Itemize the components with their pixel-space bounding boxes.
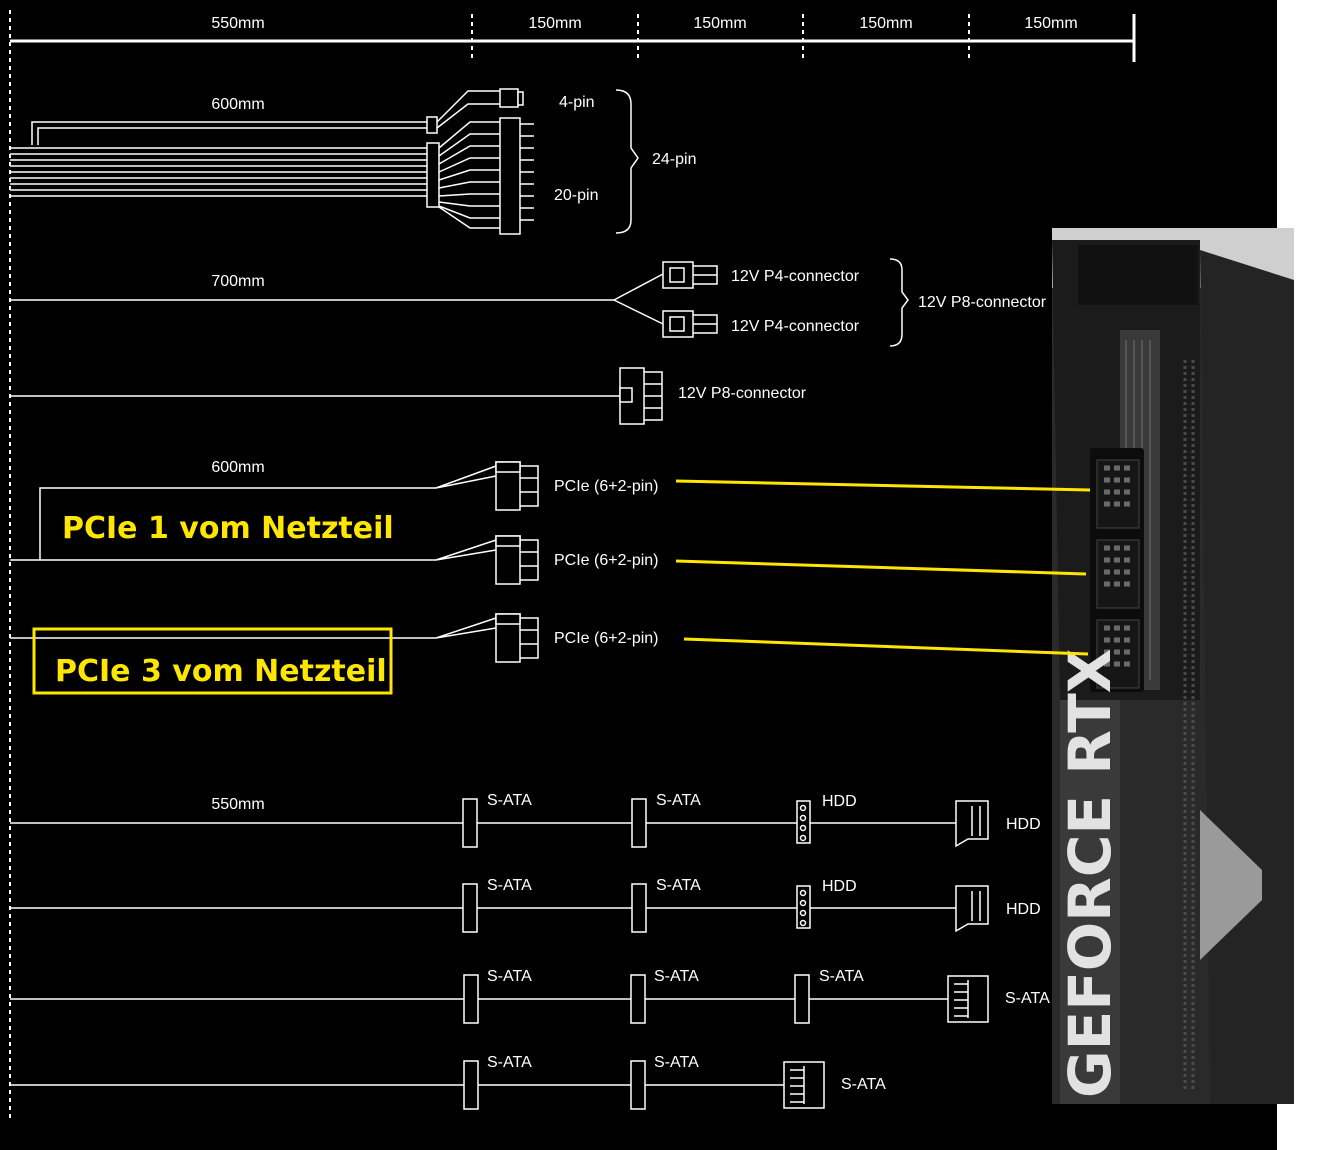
- eps-p8-label: 12V P8-connector: [678, 385, 807, 402]
- eps-8pin-cable: 12V P8-connector: [10, 367, 807, 425]
- atx-24pin-label: 24-pin: [652, 151, 696, 168]
- eps-p4a-label: 12V P4-connector: [731, 268, 860, 285]
- annotation-pcie1: PCIe 1 vom Netzteil: [62, 511, 394, 546]
- pcie-connector-2-label: PCIe (6+2-pin): [554, 552, 659, 569]
- ruler-label-150b: 150mm: [693, 15, 746, 32]
- sata-r4-label-2: S-ATA: [654, 1054, 699, 1071]
- sata-r2-label-1: S-ATA: [487, 877, 532, 894]
- eps-length-label: 700mm: [211, 273, 264, 290]
- gpu-image: GEFORCE RTX: [1052, 228, 1294, 1104]
- connector-4pin-shape: [499, 88, 519, 108]
- atx-length-label: 600mm: [211, 96, 264, 113]
- ruler-label-150d: 150mm: [1024, 15, 1077, 32]
- pcie-cables: 600mm PCIe (6+2-pin) PCIe (6+2-pin) PCIe…: [10, 459, 659, 663]
- eps-split-cable: 700mm 12V P4-connector 12V P4-connector …: [10, 258, 1047, 347]
- pcie-length-label: 600mm: [211, 459, 264, 476]
- ruler-label-150c: 150mm: [859, 15, 912, 32]
- rog-logo-plate: [1200, 810, 1262, 960]
- annotation-pcie3: PCIe 3 vom Netzteil: [55, 654, 387, 689]
- atx-4pin-label: 4-pin: [559, 94, 595, 111]
- annotation-pcie3-box: [32, 627, 393, 695]
- ruler-label-550: 550mm: [211, 15, 264, 32]
- sata-r3-label-1: S-ATA: [487, 968, 532, 985]
- eps-p4b-label: 12V P4-connector: [731, 318, 860, 335]
- sata-r4-label-1: S-ATA: [487, 1054, 532, 1071]
- sata-r2-label-4: HDD: [1006, 901, 1041, 918]
- pcie-connector-1-label: PCIe (6+2-pin): [554, 478, 659, 495]
- sata-r1-label-4: HDD: [1006, 816, 1041, 833]
- pcie-link-line-3: [683, 637, 1089, 656]
- pcie-connector-3-label: PCIe (6+2-pin): [554, 630, 659, 647]
- gpu-brand-text: GEFORCE RTX: [1056, 648, 1124, 1098]
- length-ruler: 550mm 150mm 150mm 150mm 150mm: [9, 10, 1136, 1120]
- eps-p8-combined-label: 12V P8-connector: [918, 294, 1047, 311]
- ruler-label-150a: 150mm: [528, 15, 581, 32]
- sata-r2-label-3: HDD: [822, 878, 857, 895]
- atx-20pin-label: 20-pin: [554, 187, 598, 204]
- sata-length-label: 550mm: [211, 796, 264, 813]
- connector-20pin-shape: [499, 117, 521, 235]
- atx-24pin-cable: 600mm 4-pin 20-pin 24-pin: [10, 88, 696, 235]
- pcie-link-line-1: [675, 479, 1091, 492]
- sata-cables: 550mm S-ATA S-ATA HDD HDD S-ATA S-ATA HD…: [10, 792, 1050, 1110]
- sata-r3-label-4: S-ATA: [1005, 990, 1050, 1007]
- sata-r3-label-2: S-ATA: [654, 968, 699, 985]
- gpu-power-sockets: [1096, 459, 1140, 689]
- atx-brace: [615, 89, 639, 234]
- sata-r1-label-3: HDD: [822, 793, 857, 810]
- eps-brace: [889, 258, 909, 347]
- sata-r1-label-2: S-ATA: [656, 792, 701, 809]
- annotations: PCIe 1 vom Netzteil PCIe 3 vom Netzteil: [32, 479, 1091, 695]
- sata-r4-label-3: S-ATA: [841, 1076, 886, 1093]
- pcie-link-line-2: [675, 559, 1087, 576]
- sata-r2-label-2: S-ATA: [656, 877, 701, 894]
- sata-r1-label-1: S-ATA: [487, 792, 532, 809]
- sata-r3-label-3: S-ATA: [819, 968, 864, 985]
